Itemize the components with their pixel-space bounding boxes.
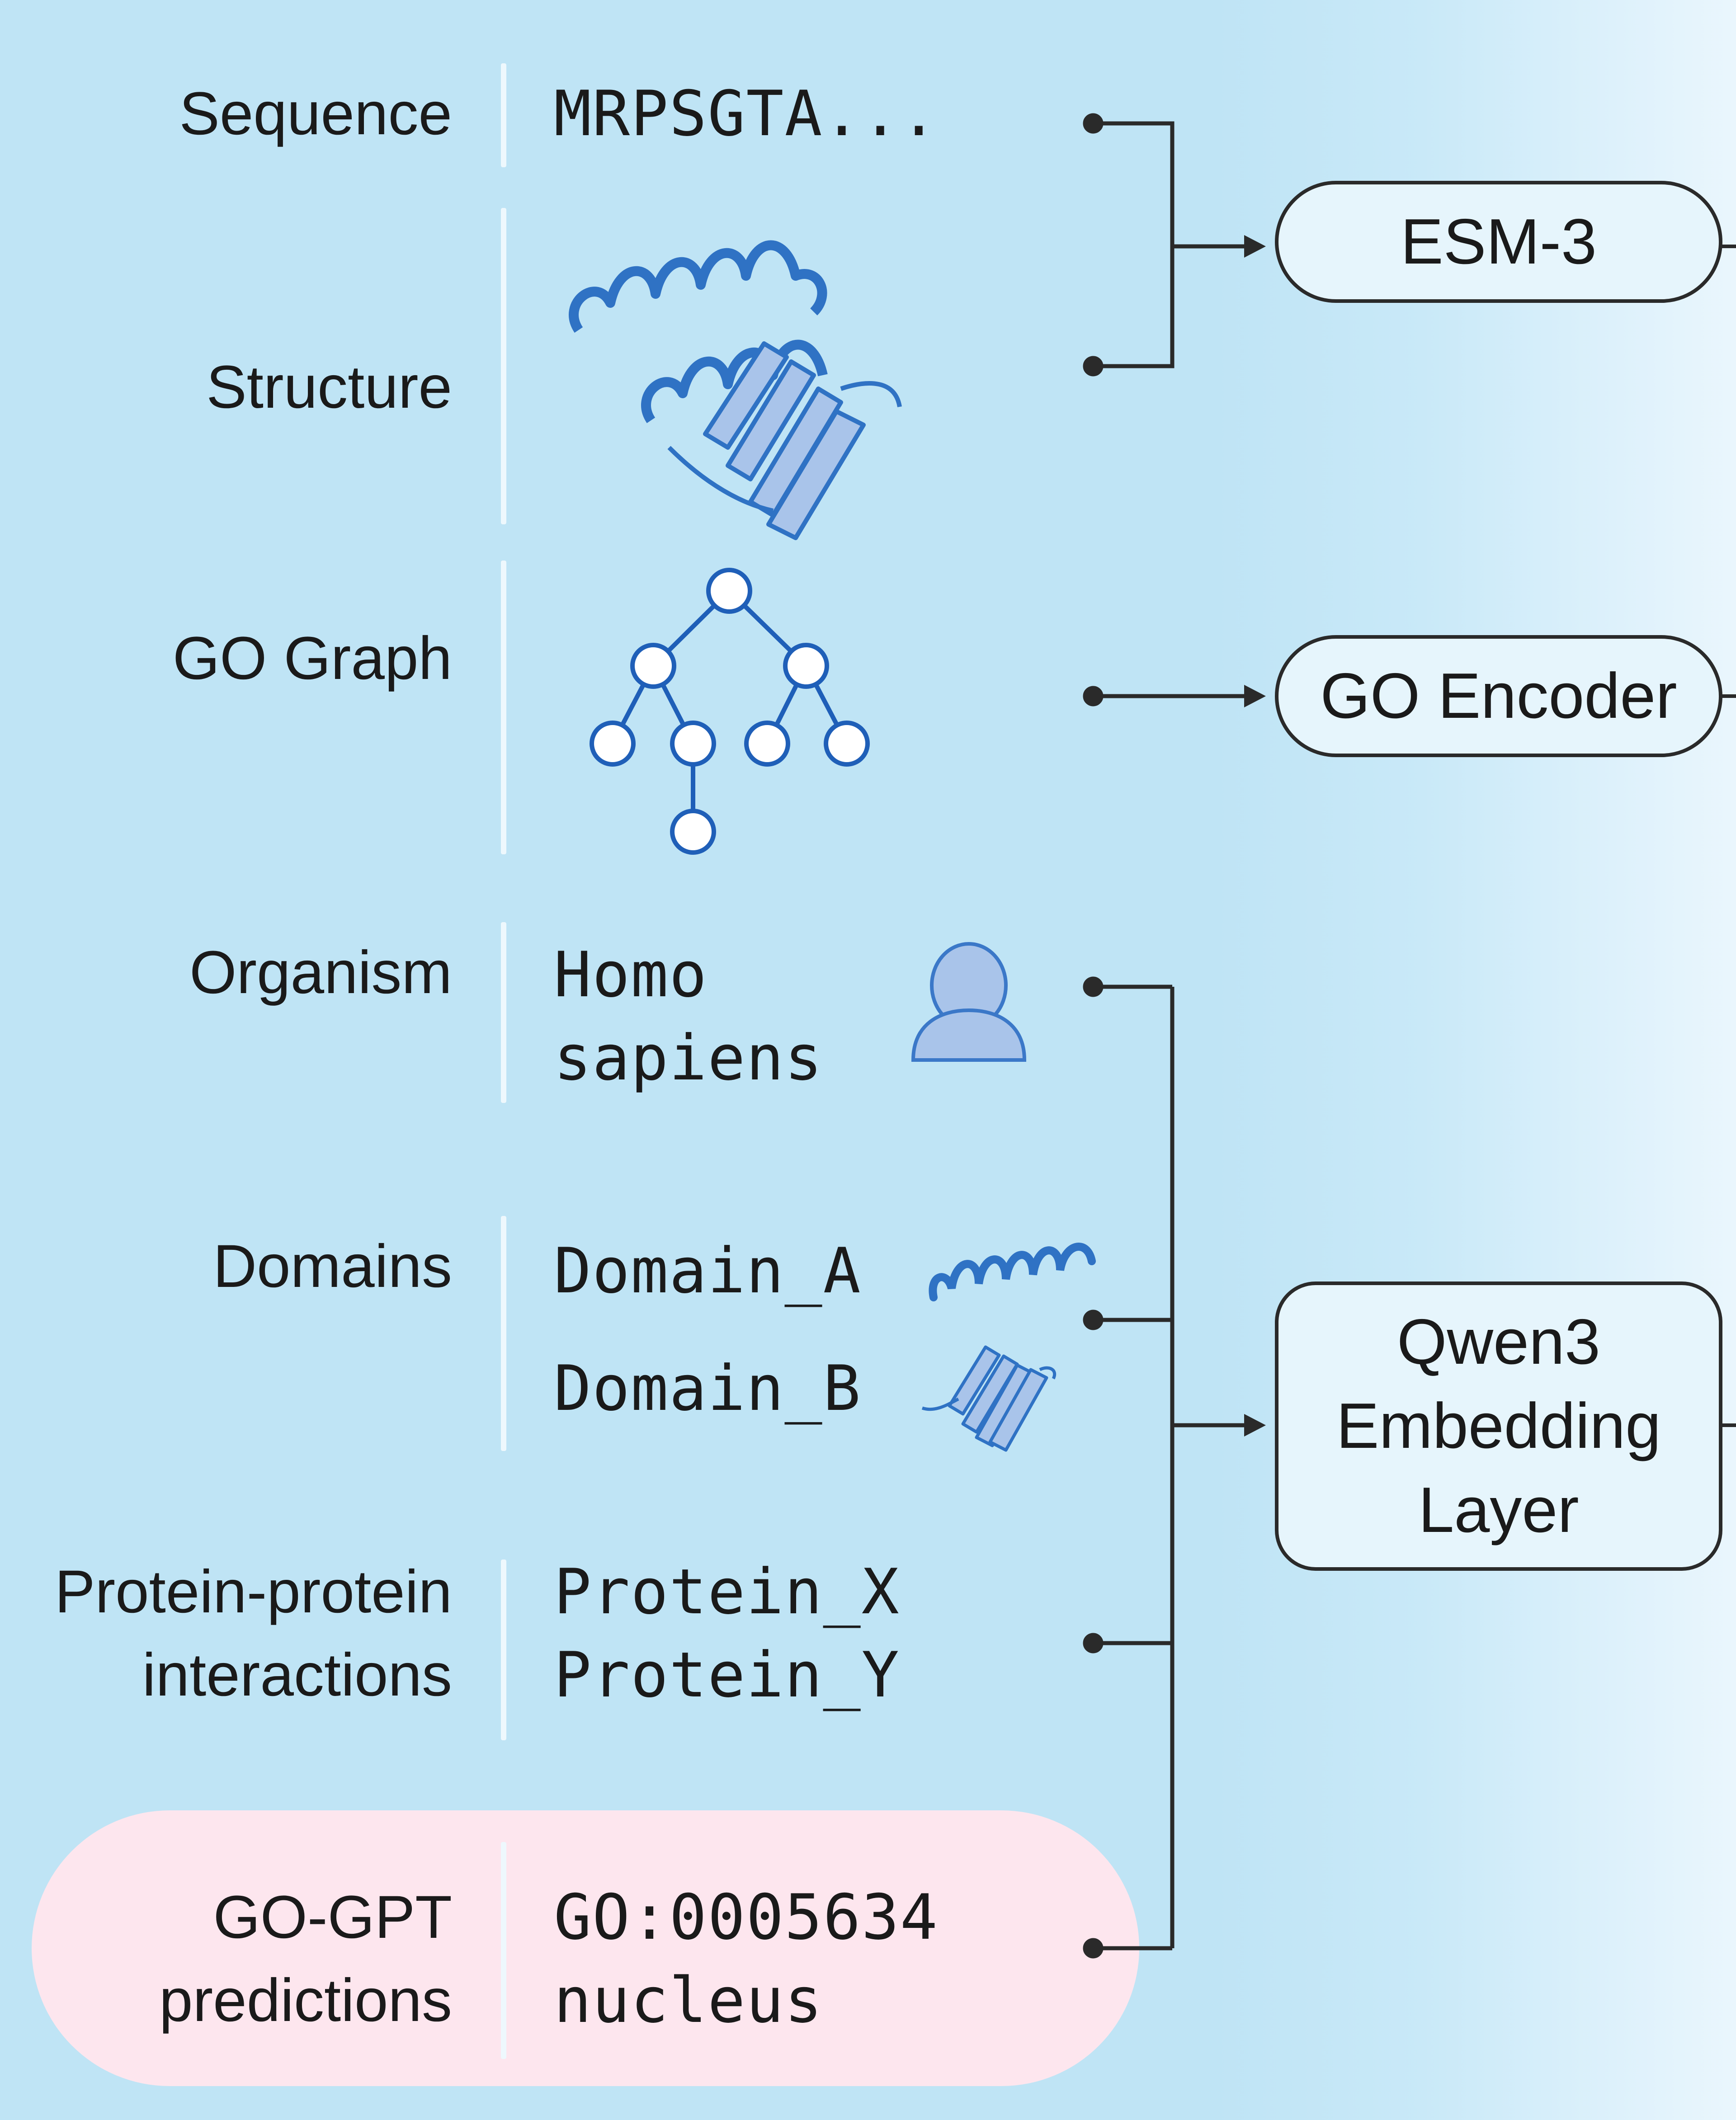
esm-connector	[1083, 113, 1266, 377]
qwen-line2: Embedding	[1336, 1390, 1661, 1462]
separator	[501, 208, 506, 524]
ppi-label: Protein-protein interactions	[55, 1550, 452, 1717]
go-gpt-label-line1: GO-GPT	[213, 1884, 452, 1951]
qwen-connector	[1083, 976, 1266, 1959]
qwen-line1: Qwen3	[1397, 1306, 1600, 1378]
go-gpt-highlight	[32, 1810, 1139, 2086]
organism-value-line1: Homo	[554, 938, 708, 1011]
ppi-value: Protein_X Protein_Y	[554, 1550, 900, 1717]
go-gpt-label: GO-GPT predictions	[159, 1876, 452, 2042]
go-encoder-box: GO Encoder	[1275, 635, 1722, 757]
go-id-value: GO:0005634	[554, 1881, 939, 1954]
go-term-value: nucleus	[554, 1964, 823, 2037]
separator	[501, 1842, 506, 2059]
output-stubs	[1722, 245, 1736, 1427]
sequence-value: MRPSGTA...	[554, 77, 939, 150]
tree-graph-icon	[590, 568, 870, 855]
protein-y-value: Protein_Y	[554, 1639, 900, 1711]
sequence-label: Sequence	[179, 80, 452, 147]
separator	[501, 1559, 506, 1740]
go-graph-label: GO Graph	[172, 625, 452, 692]
person-icon	[911, 942, 1027, 1062]
domain-a-value: Domain_A	[554, 1234, 862, 1307]
separator	[501, 1216, 506, 1451]
protein-structure-icon	[569, 240, 902, 540]
qwen-line3: Layer	[1418, 1474, 1579, 1546]
qwen3-embedding-box: Qwen3 Embedding Layer	[1275, 1281, 1722, 1571]
domain-b-value: Domain_B	[554, 1352, 862, 1425]
go-gpt-label-line2: predictions	[159, 1967, 452, 2034]
organism-label: Organism	[189, 939, 452, 1006]
separator	[501, 922, 506, 1103]
alpha-helix-icon	[929, 1243, 1096, 1301]
separator	[501, 63, 506, 167]
go-gpt-value: GO:0005634 nucleus	[554, 1876, 939, 2042]
separator	[501, 561, 506, 854]
esm3-box: ESM-3	[1275, 181, 1722, 303]
structure-label: Structure	[206, 353, 452, 421]
domains-label: Domains	[213, 1233, 452, 1300]
organism-value-line2: sapiens	[554, 1022, 823, 1094]
organism-value: Homo sapiens	[554, 933, 823, 1100]
ppi-label-line1: Protein-protein	[55, 1558, 452, 1625]
go-encoder-connector	[1083, 685, 1266, 707]
ppi-label-line2: interactions	[142, 1641, 452, 1709]
protein-x-value: Protein_X	[554, 1555, 900, 1628]
beta-sheet-icon	[921, 1345, 1057, 1452]
